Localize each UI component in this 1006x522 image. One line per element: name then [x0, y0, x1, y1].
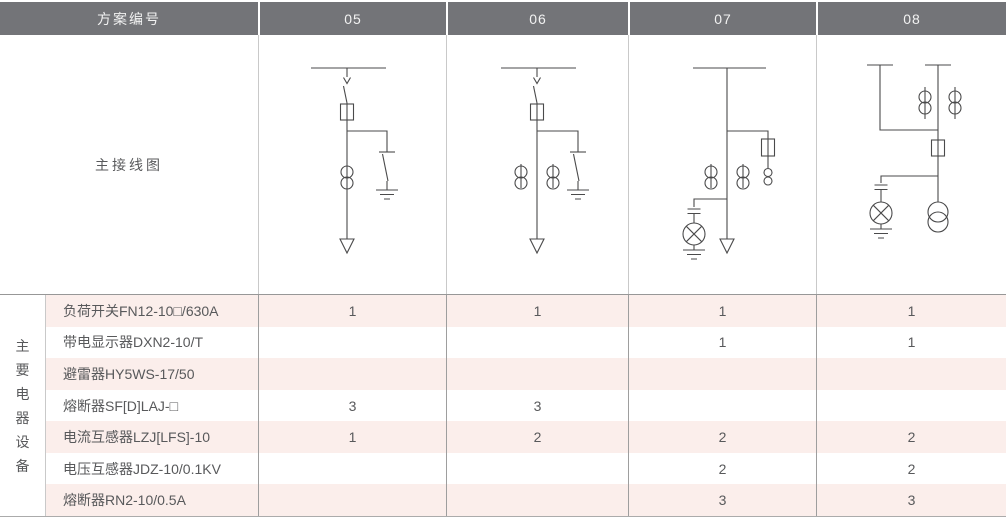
equipment-name: 负荷开关FN12-10□/630A [63, 302, 219, 319]
table-row: 带电显示器DXN2-10/T 1 1 [46, 326, 1006, 359]
quantity-cell: 2 [628, 452, 816, 485]
load-switch-icon [342, 68, 351, 104]
current-transformer-icon [736, 164, 750, 190]
side-label-char: 主 [15, 337, 30, 354]
quantity-cell [446, 452, 628, 485]
incoming-line-left [879, 65, 938, 131]
current-transformer-icon [918, 87, 932, 119]
equipment-name: 电压互感器JDZ-10/0.1KV [63, 460, 221, 477]
table-row: 电压互感器JDZ-10/0.1KV 2 2 [46, 452, 1006, 485]
plan-number-header: 方案编号 [0, 2, 258, 35]
equipment-side-label: 主 要 电 器 设 备 [0, 295, 46, 516]
quantity-cell [816, 389, 1006, 422]
outgoing-feeder-arrow-icon [529, 238, 545, 255]
quantity-cell [628, 389, 816, 422]
current-transformer-icon [340, 165, 354, 190]
quantity-cell: 1 [258, 421, 446, 453]
equipment-rows: 负荷开关FN12-10□/630A 1 1 1 1 带电显示器DXN2-10/T… [46, 295, 1006, 517]
side-label-char: 备 [15, 457, 30, 474]
outgoing-feeder-arrow-icon [719, 238, 735, 255]
quantity-cell [446, 326, 628, 359]
quantity-cell [258, 326, 446, 359]
single-line-diagram-05 [311, 67, 398, 255]
load-switch-icon [532, 68, 541, 104]
scheme-header-06: 06 [446, 2, 628, 35]
earthing-switch-icon [347, 130, 398, 200]
side-label-char: 设 [15, 433, 30, 450]
main-wiring-diagram-row: 主接线图 [0, 35, 1006, 294]
equipment-table: 主 要 电 器 设 备 负荷开关FN12-10□/630A 1 1 1 1 带电… [0, 294, 1006, 517]
quantity-cell: 1 [816, 326, 1006, 359]
earthing-switch-icon [537, 130, 589, 200]
current-transformer-icon [514, 164, 528, 190]
equipment-name: 熔断器RN2-10/0.5A [63, 492, 186, 509]
quantity-cell [446, 358, 628, 390]
quantity-cell: 1 [816, 295, 1006, 327]
diagram-scheme-07 [628, 35, 816, 294]
quantity-cell: 3 [446, 389, 628, 422]
diagram-scheme-05 [258, 35, 446, 294]
equipment-name: 避雷器HY5WS-17/50 [63, 365, 195, 382]
quantity-cell: 2 [446, 421, 628, 453]
quantity-cell: 1 [628, 295, 816, 327]
scheme-header-05: 05 [258, 2, 446, 35]
single-line-diagram-07 [682, 67, 776, 260]
quantity-cell [628, 358, 816, 390]
live-display-indicator-icon [682, 198, 727, 260]
quantity-cell: 3 [816, 484, 1006, 517]
equipment-name: 电流互感器LZJ[LFS]-10 [63, 429, 211, 446]
fuse-icon [529, 103, 545, 121]
table-row: 避雷器HY5WS-17/50 [46, 358, 1006, 390]
single-line-diagram-08 [867, 64, 962, 239]
quantity-cell [816, 358, 1006, 390]
quantity-cell: 2 [628, 421, 816, 453]
table-row: 熔断器SF[D]LAJ-□ 3 3 [46, 389, 1006, 422]
current-transformer-icon [546, 164, 560, 190]
quantity-cell: 1 [628, 326, 816, 359]
current-transformer-icon [948, 87, 962, 119]
diagram-scheme-08 [816, 35, 1006, 294]
side-label-char: 要 [15, 361, 30, 378]
table-row: 电流互感器LZJ[LFS]-10 1 2 2 2 [46, 421, 1006, 453]
equipment-name: 带电显示器DXN2-10/T [63, 334, 204, 351]
fuse-icon [760, 138, 776, 157]
table-row: 熔断器RN2-10/0.5A 3 3 [46, 484, 1006, 517]
scheme-header-row: 方案编号 05 06 07 08 [0, 2, 1006, 35]
quantity-cell: 1 [258, 295, 446, 327]
transformer-icon [927, 201, 949, 233]
quantity-cell [258, 484, 446, 517]
quantity-cell: 3 [628, 484, 816, 517]
side-label-char: 器 [15, 409, 30, 426]
quantity-cell [258, 452, 446, 485]
live-display-indicator-icon [869, 175, 938, 239]
quantity-cell: 1 [446, 295, 628, 327]
diagram-scheme-06 [446, 35, 628, 294]
fuse-icon [339, 103, 355, 121]
quantity-cell: 3 [258, 389, 446, 422]
quantity-cell [258, 358, 446, 390]
outgoing-feeder-arrow-icon [339, 238, 355, 255]
quantity-cell [446, 484, 628, 517]
equipment-name: 熔断器SF[D]LAJ-□ [63, 397, 179, 414]
quantity-cell: 2 [816, 421, 1006, 453]
scheme-header-08: 08 [816, 2, 1006, 35]
single-line-diagram-06 [501, 67, 589, 255]
main-wiring-diagram-label: 主接线图 [95, 156, 163, 173]
current-transformer-icon [704, 164, 718, 190]
side-label-char: 电 [15, 385, 30, 402]
table-row: 负荷开关FN12-10□/630A 1 1 1 1 [46, 295, 1006, 327]
scheme-header-07: 07 [628, 2, 816, 35]
fuse-icon [930, 139, 946, 157]
voltage-transformer-branch [727, 130, 776, 186]
quantity-cell: 2 [816, 452, 1006, 485]
